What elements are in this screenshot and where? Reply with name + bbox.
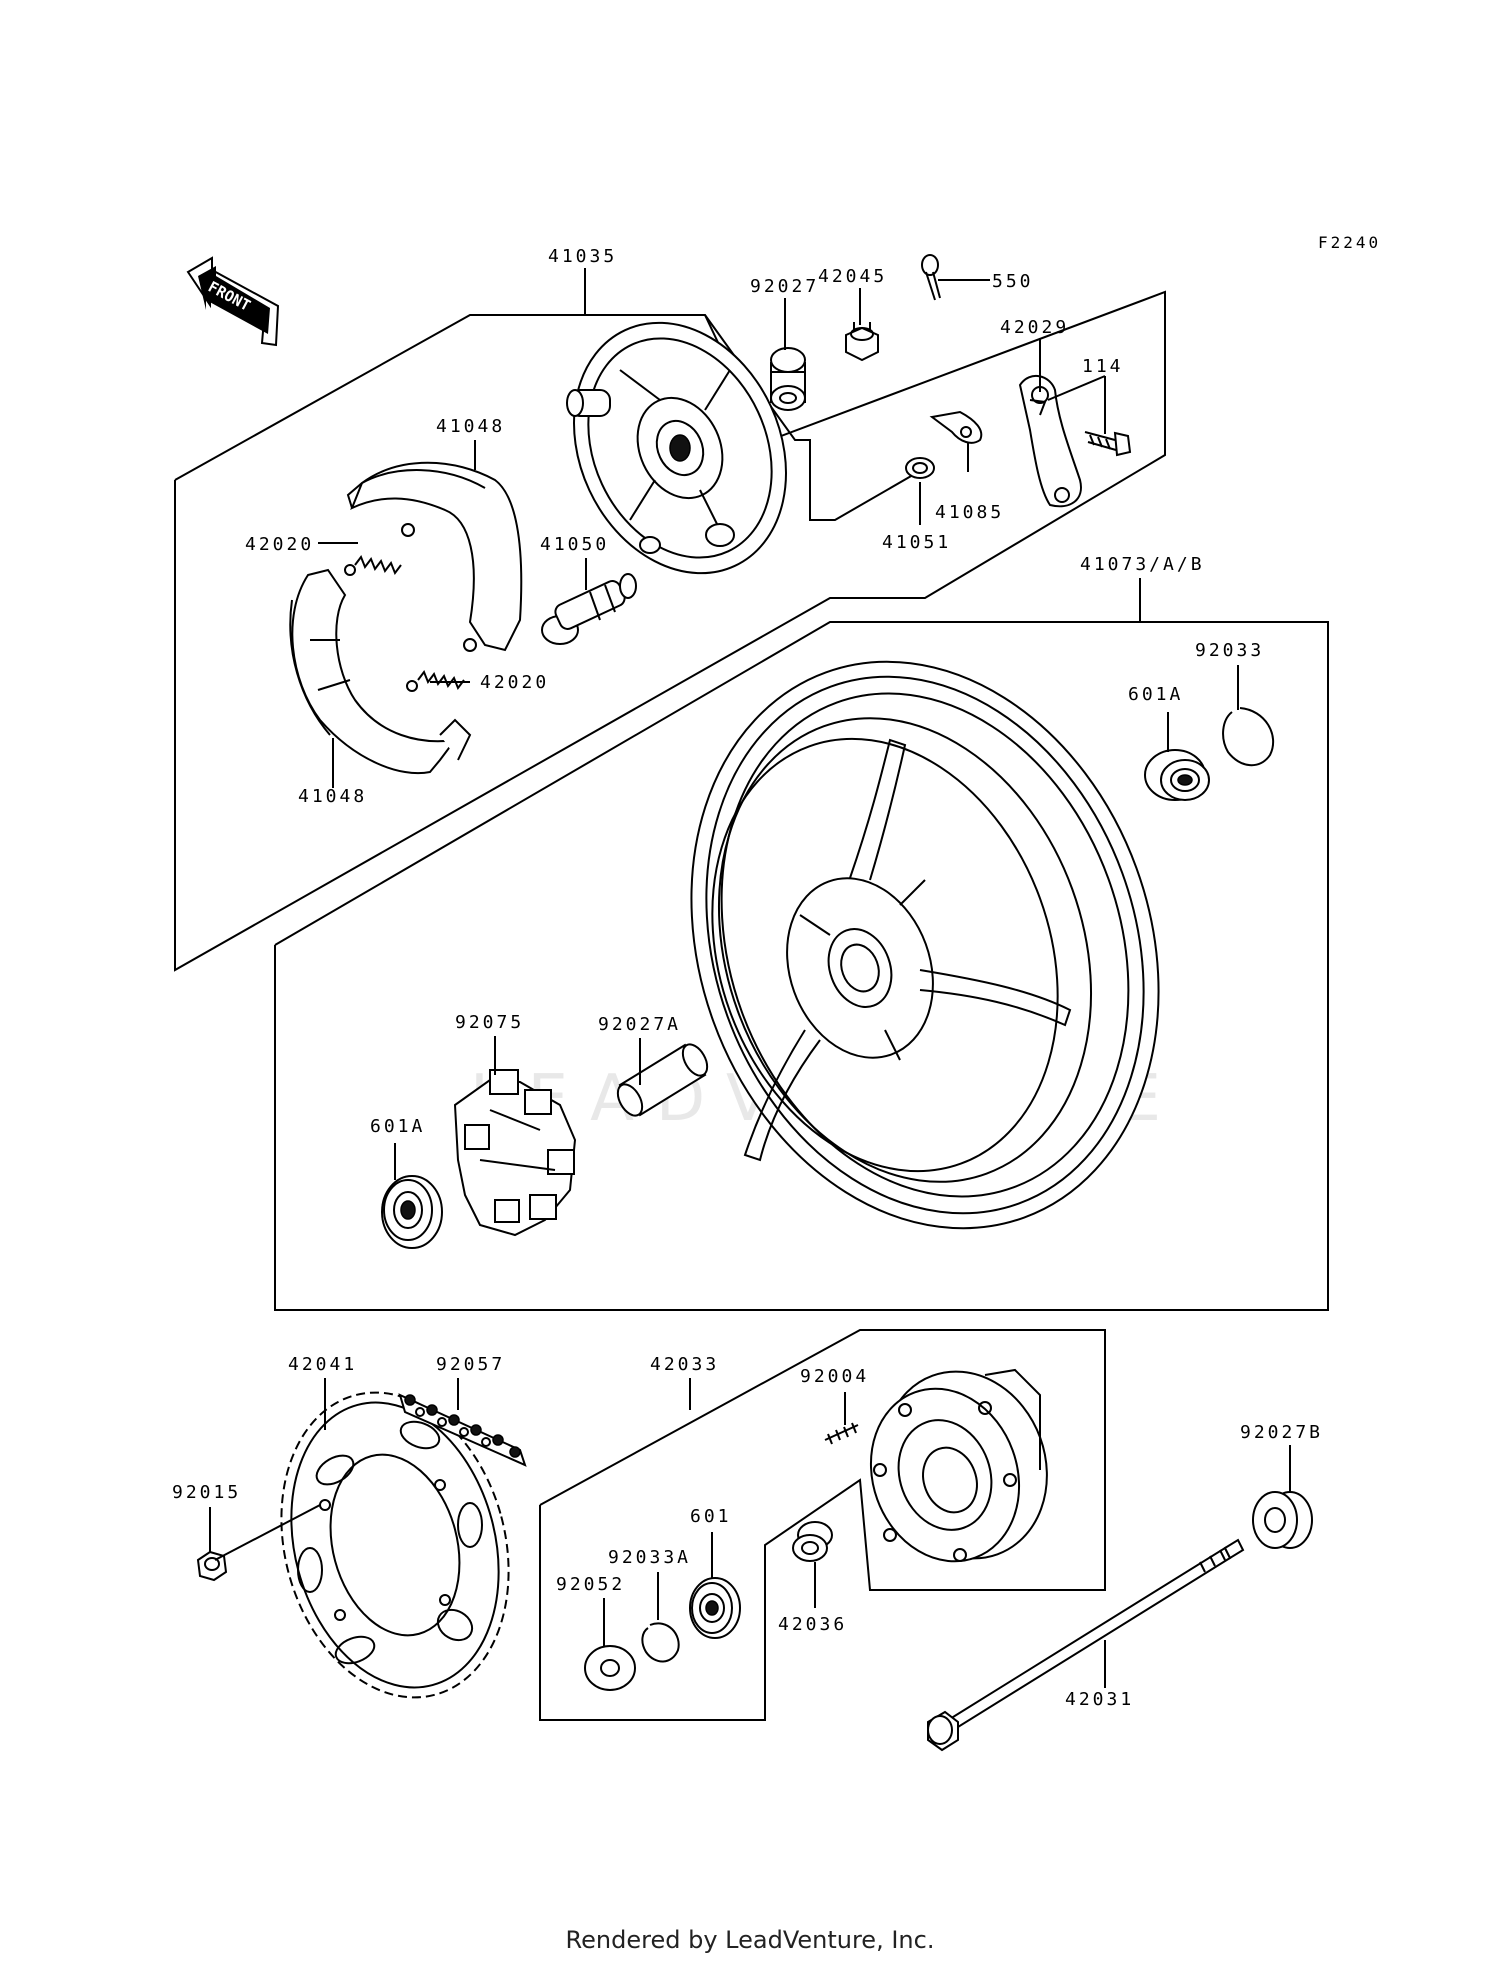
brake-panel-41035	[566, 321, 787, 575]
label-92075: 92075	[455, 1012, 524, 1033]
label-92004: 92004	[800, 1366, 869, 1387]
brake-shoe-41048-top	[346, 461, 523, 652]
chain-92057	[398, 1393, 527, 1467]
label-92033A: 92033A	[608, 1547, 691, 1568]
bearing-601A-left	[381, 1175, 443, 1249]
hub-group-outline	[539, 1329, 1106, 1721]
leader-lines	[209, 268, 1291, 1688]
wheel-group-outline	[274, 621, 1329, 1311]
figure-id: F2240	[1318, 233, 1381, 252]
spring-42020-bottom	[406, 638, 477, 692]
stud-92004	[824, 1422, 859, 1445]
coupling-hub-42033	[869, 1368, 1048, 1563]
label-42036: 42036	[778, 1614, 847, 1635]
washer-92052	[584, 1645, 636, 1691]
label-92015: 92015	[172, 1482, 241, 1503]
label-92027: 92027	[750, 276, 819, 297]
wear-indicator-41085	[929, 410, 983, 444]
cotter-pin-550	[921, 254, 941, 301]
bearing-601A-right	[1144, 749, 1210, 801]
rear-wheel-41073	[690, 660, 1160, 1230]
label-41073: 41073/A/B	[1080, 554, 1205, 575]
castle-nut-42045	[845, 322, 879, 362]
label-41048-bottom: 41048	[298, 786, 367, 807]
spring-42020-top	[344, 523, 415, 576]
collar-92027A	[616, 1043, 709, 1117]
label-41048-top: 41048	[436, 416, 505, 437]
brake-cam-41050	[541, 573, 637, 645]
label-42041: 42041	[288, 1354, 357, 1375]
label-41085: 41085	[935, 502, 1004, 523]
label-114: 114	[1082, 356, 1124, 377]
label-41050: 41050	[540, 534, 609, 555]
collar-92027	[770, 347, 806, 411]
brake-lever-42029	[1018, 375, 1082, 508]
brake-shoe-41048-bottom	[289, 568, 472, 775]
footer-credit: Rendered by LeadVenture, Inc.	[566, 1926, 935, 1954]
label-92052: 92052	[556, 1574, 625, 1595]
label-601A-right: 601A	[1128, 684, 1183, 705]
label-92033: 92033	[1195, 640, 1264, 661]
sprocket-42041	[280, 1391, 510, 1699]
label-92027B: 92027B	[1240, 1422, 1323, 1443]
front-arrow-icon: FRONT	[186, 256, 280, 347]
label-92057: 92057	[436, 1354, 505, 1375]
label-42020-bottom: 42020	[480, 672, 549, 693]
label-601: 601	[690, 1506, 732, 1527]
bearing-601	[689, 1577, 741, 1639]
seal-41051	[905, 457, 935, 479]
label-42033: 42033	[650, 1354, 719, 1375]
label-41035: 41035	[548, 246, 617, 267]
label-601A-left: 601A	[370, 1116, 425, 1137]
circlip-92033A	[641, 1622, 680, 1663]
label-42031: 42031	[1065, 1689, 1134, 1710]
label-41051: 41051	[882, 532, 951, 553]
collar-42036	[792, 1521, 833, 1562]
bolt-114	[1084, 431, 1132, 457]
label-42045: 42045	[818, 266, 887, 287]
axle-42031	[927, 1538, 1245, 1752]
label-550: 550	[992, 271, 1034, 292]
label-42020-top: 42020	[245, 534, 314, 555]
circlip-92033	[1222, 707, 1275, 767]
brake-group-outline	[174, 290, 1166, 972]
label-92027A: 92027A	[598, 1014, 681, 1035]
collar-92027B	[1252, 1491, 1313, 1549]
label-42029: 42029	[1000, 317, 1069, 338]
damper-92075	[453, 1069, 577, 1237]
